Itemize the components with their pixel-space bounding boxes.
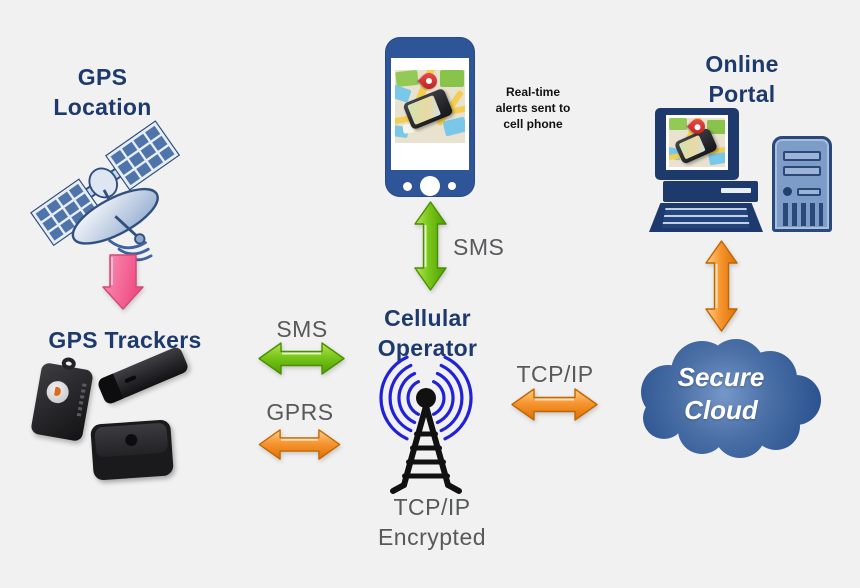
map-detail	[669, 118, 687, 130]
tracker-button	[44, 379, 71, 405]
realtime-alerts-note: Real-time alerts sent to cell phone	[489, 84, 577, 132]
gps-location-line1: GPS	[77, 64, 128, 90]
note-line2: alerts sent to	[495, 101, 571, 115]
server-power-button	[783, 187, 792, 196]
cloud-shape	[641, 339, 821, 458]
down-arrow-pink	[102, 254, 144, 310]
tracker-keyring	[60, 356, 77, 371]
tcpip-encrypted-caption: TCP/IP Encrypted	[358, 492, 506, 552]
map-detail	[442, 116, 465, 137]
phone-on-map-screen	[407, 95, 442, 126]
solar-panels	[30, 120, 181, 247]
smartphone-screen	[391, 58, 469, 170]
tcpip-double-arrow	[511, 388, 598, 421]
sms-phone-link-label: SMS	[453, 234, 505, 260]
server-drive-bay	[783, 166, 821, 176]
tower-mast	[390, 388, 462, 494]
gps-location-line2: Location	[53, 94, 152, 120]
cellular-operator-title: Cellular Operator	[355, 303, 500, 363]
gps-location-title: GPS Location	[30, 62, 175, 122]
portal-cloud-double-arrow	[705, 240, 738, 332]
tracker-side-grille	[76, 383, 87, 420]
online-portal-title: Online Portal	[672, 49, 812, 109]
tracker-device-keyfob	[30, 356, 94, 442]
gprs-double-arrow	[258, 429, 341, 460]
map-detail	[395, 84, 412, 103]
map-photo	[669, 118, 725, 167]
keyboard-keys	[662, 208, 750, 228]
gps-trackers-title: GPS Trackers	[48, 327, 202, 353]
phone-button-right	[448, 182, 456, 190]
secure-cloud-line2: Cloud	[684, 395, 758, 425]
keyboard	[649, 203, 763, 232]
server-slot	[797, 188, 821, 196]
server-vents	[783, 203, 823, 226]
tracker-device-box	[90, 419, 174, 481]
phone-on-map-screen	[678, 134, 706, 160]
note-line1: Real-time	[505, 85, 561, 99]
monitor	[655, 108, 739, 180]
gps-tracker-devices-photo	[20, 345, 190, 490]
disk-drive-slot	[721, 188, 751, 193]
radio-waves	[379, 355, 473, 441]
sms-double-arrow	[258, 342, 345, 375]
map-detail	[707, 120, 725, 134]
cell-tower-icon	[379, 355, 473, 494]
computer-base-unit	[663, 181, 758, 202]
cellular-operator-line1: Cellular	[384, 305, 471, 331]
sms-vertical-double-arrow	[414, 201, 447, 291]
satellite-dish	[71, 187, 159, 245]
sms-link-label: SMS	[276, 316, 328, 342]
online-portal-line1: Online	[705, 51, 779, 77]
secure-cloud-label: Secure Cloud	[624, 361, 818, 427]
smartphone-icon	[385, 37, 475, 197]
map-detail	[395, 70, 419, 88]
caption-line2: Encrypted	[377, 524, 487, 550]
gprs-link-label: GPRS	[266, 399, 334, 425]
phone-button-left	[403, 182, 412, 191]
server-tower-icon	[772, 136, 832, 232]
desktop-computer-icon	[648, 106, 834, 233]
phone-home-button	[420, 176, 440, 196]
server-drive-bay	[783, 151, 821, 161]
caption-line1: TCP/IP	[393, 494, 471, 520]
secure-cloud-node: Secure Cloud	[624, 328, 830, 466]
note-line3: cell phone	[503, 117, 563, 131]
cellular-operator-line2: Operator	[377, 335, 478, 361]
map-detail	[440, 70, 464, 87]
online-portal-line2: Portal	[708, 81, 776, 107]
monitor-screen	[666, 115, 728, 170]
satellite-icon	[30, 120, 181, 262]
secure-cloud-line1: Secure	[677, 362, 765, 392]
map-photo	[395, 70, 465, 143]
tcpip-link-label: TCP/IP	[516, 361, 594, 387]
